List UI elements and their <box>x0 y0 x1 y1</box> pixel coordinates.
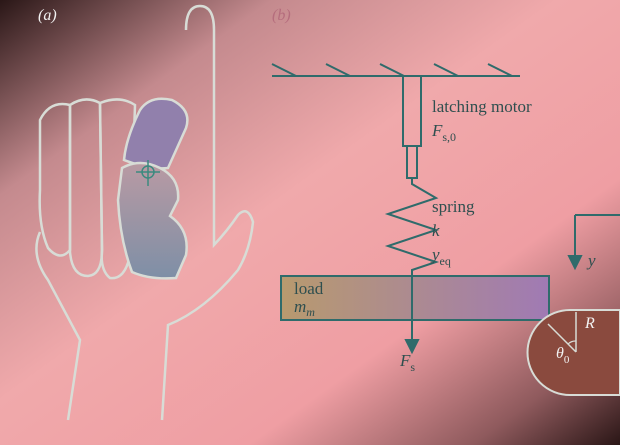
panel-a-label: (a) <box>38 7 57 24</box>
force-arrow <box>404 276 420 355</box>
panel-b-label: (b) <box>272 7 291 24</box>
thumb-base <box>116 161 188 280</box>
spring-title: spring <box>432 197 475 216</box>
pivot-mark <box>136 160 160 186</box>
force-label: Fs <box>399 351 415 374</box>
wheel <box>526 309 620 396</box>
wheel-angle-label: θ0 <box>556 345 570 366</box>
load-title: load <box>294 279 324 298</box>
middle-finger-outline <box>68 98 104 278</box>
wheel-radius-label: R <box>584 315 595 332</box>
motor-force-label: Fs,0 <box>431 121 456 144</box>
y-axis-label: y <box>586 251 596 270</box>
hand-outline <box>35 4 255 421</box>
ring-finger-outline <box>38 102 72 257</box>
thumb-tip <box>122 97 189 170</box>
load-block <box>280 275 550 321</box>
spring <box>384 178 440 276</box>
pinky-outline <box>98 98 137 280</box>
ground-support <box>271 63 520 77</box>
spring-y-label: yeq <box>430 245 451 268</box>
load-mass-label: mm <box>294 297 315 319</box>
motor-title: latching motor <box>432 97 532 116</box>
spring-k-label: k <box>432 221 440 240</box>
hand-drawing <box>35 4 255 421</box>
y-axis-arrow <box>567 214 620 271</box>
